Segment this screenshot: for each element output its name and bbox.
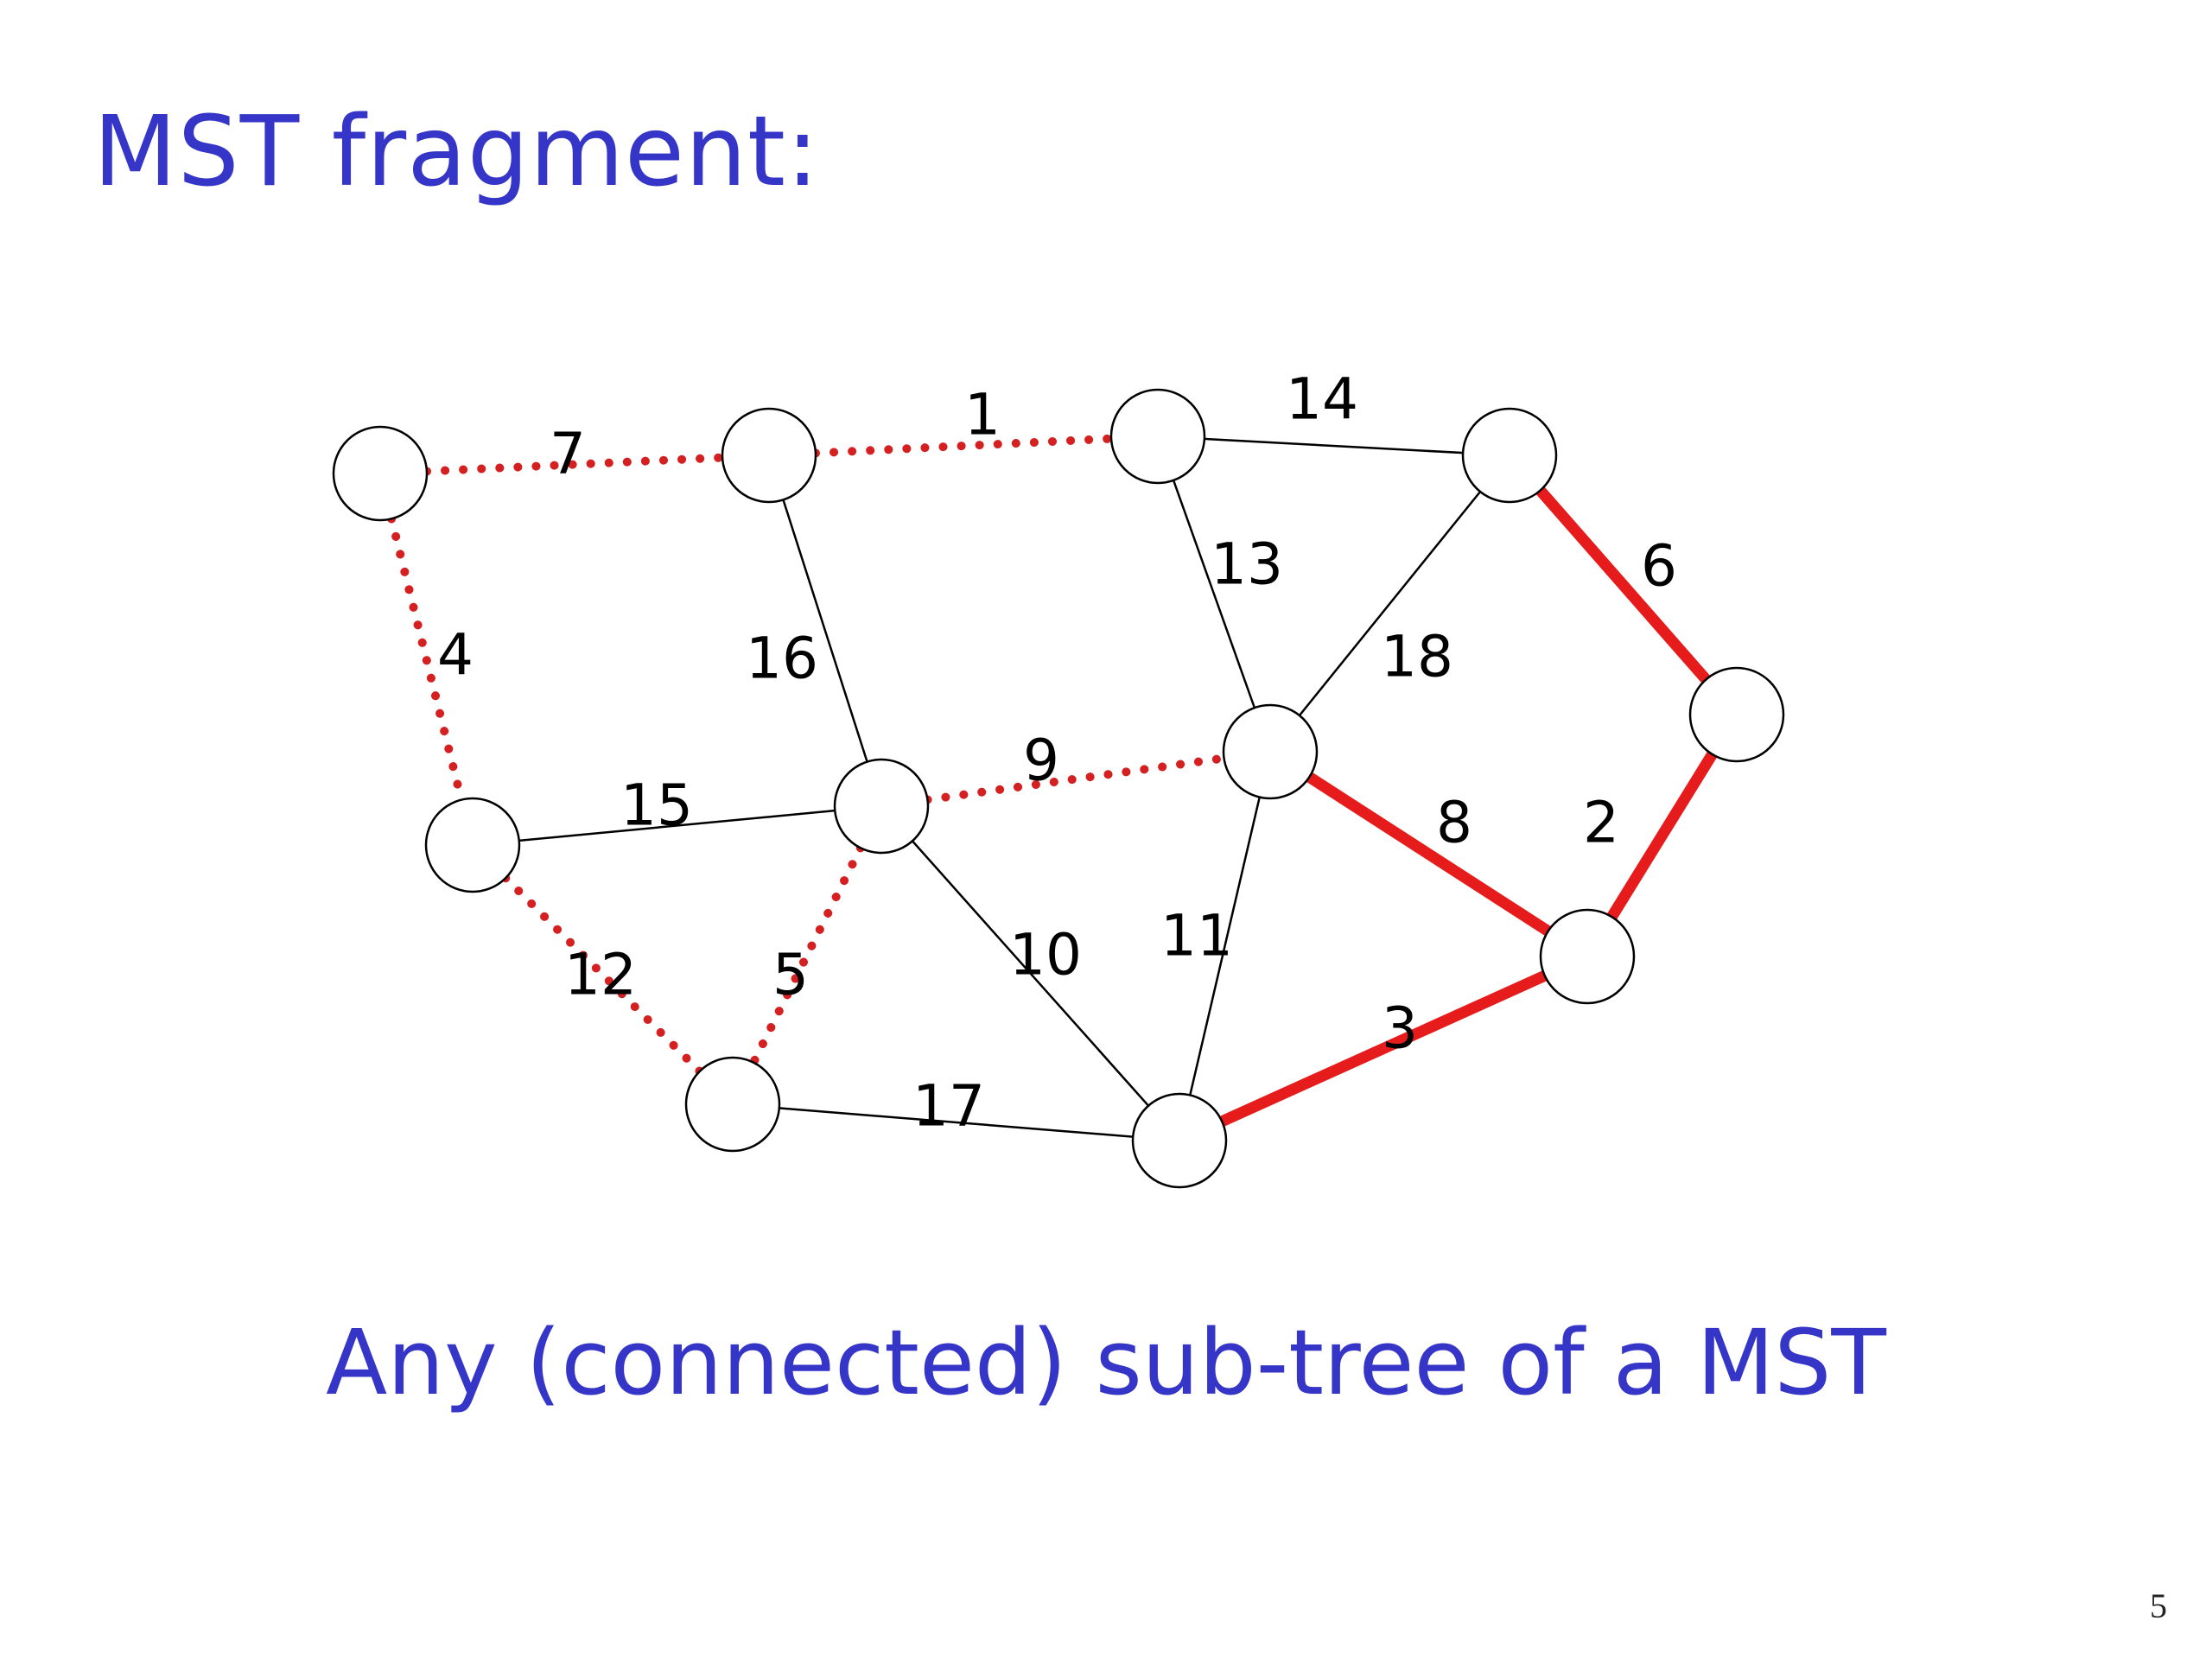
edge-weight-label: 9 <box>1023 728 1059 794</box>
edge-weight-label: 18 <box>1381 624 1453 690</box>
edge-weight-label: 4 <box>437 622 474 689</box>
edge-weight-label: 14 <box>1286 366 1358 433</box>
edge-f-j <box>749 843 865 1067</box>
slide-caption: Any (connected) sub-tree of a MST <box>326 1310 1886 1415</box>
edge-h-i <box>1606 751 1718 920</box>
edge-weight-label: 13 <box>1211 531 1283 598</box>
nodes-layer <box>332 388 1785 1189</box>
edge-d-g <box>1269 454 1510 753</box>
edge-labels-layer: 7 1 14 4 16 13 18 6 15 9 8 2 12 5 10 11 17 3 <box>437 366 1677 1140</box>
edge-g-i <box>1306 772 1552 937</box>
edge-b-c <box>810 434 1116 458</box>
edge-weight-label: 5 <box>772 942 809 1008</box>
edge-e-f <box>472 804 882 847</box>
edge-b-f <box>767 454 883 807</box>
edge-weight-label: 1 <box>964 382 1001 448</box>
graph-node-b <box>721 407 817 504</box>
edge-c-d <box>1157 435 1510 457</box>
edge-weight-label: 12 <box>564 942 637 1008</box>
graph-node-a <box>332 425 429 522</box>
edges-layer <box>387 434 1718 1142</box>
graph-node-g <box>1222 703 1319 800</box>
edge-weight-label: 16 <box>746 626 818 692</box>
graph-node-k <box>1131 1092 1228 1189</box>
graph-node-h <box>1688 666 1785 763</box>
edge-weight-label: 8 <box>1436 790 1472 856</box>
slide-number: 5 <box>2150 1586 2167 1625</box>
edge-weight-label: 7 <box>550 421 586 487</box>
edge-f-g <box>923 753 1229 804</box>
graph-node-f <box>833 758 930 855</box>
edge-f-k <box>880 805 1180 1141</box>
edge-weight-label: 15 <box>620 772 693 839</box>
edge-weight-label: 10 <box>1009 922 1082 988</box>
edge-j-k <box>732 1103 1180 1142</box>
graph-node-c <box>1109 388 1206 485</box>
edge-g-k <box>1178 751 1272 1141</box>
edge-c-g <box>1156 435 1272 753</box>
graph-node-i <box>1539 908 1636 1005</box>
graph-node-j <box>684 1056 781 1153</box>
graph-node-e <box>424 797 521 893</box>
edge-weight-label: 17 <box>912 1073 985 1140</box>
edge-weight-label: 3 <box>1382 995 1418 1062</box>
slide-title: MST fragment: <box>93 96 820 208</box>
edge-k-i <box>1219 970 1548 1127</box>
edge-d-h <box>1535 486 1711 683</box>
edge-a-e <box>387 514 466 804</box>
edge-weight-label: 11 <box>1160 903 1233 969</box>
edge-weight-label: 6 <box>1641 533 1677 600</box>
edge-a-b <box>422 453 728 476</box>
graph-node-d <box>1461 407 1558 504</box>
edge-weight-label: 2 <box>1583 790 1619 856</box>
